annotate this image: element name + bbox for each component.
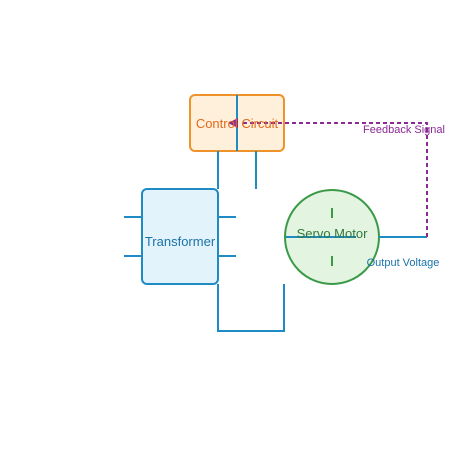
servo-motor-label: Servo Motor <box>297 226 368 241</box>
control-wires <box>217 151 257 189</box>
feedback-line <box>240 122 428 237</box>
transformer-block <box>124 188 236 285</box>
servo-motor-block <box>284 189 380 285</box>
transformer-box <box>141 188 219 285</box>
return-wire <box>217 284 285 332</box>
feedback-signal-label: Feedback Signal <box>363 124 445 136</box>
control-circuit-label: Control Circuit <box>196 116 279 131</box>
output-voltage-label: Output Voltage <box>367 257 440 269</box>
feedback-path <box>228 118 428 237</box>
transformer-label: Transformer <box>145 234 216 249</box>
feedback-arrowhead <box>228 118 238 128</box>
